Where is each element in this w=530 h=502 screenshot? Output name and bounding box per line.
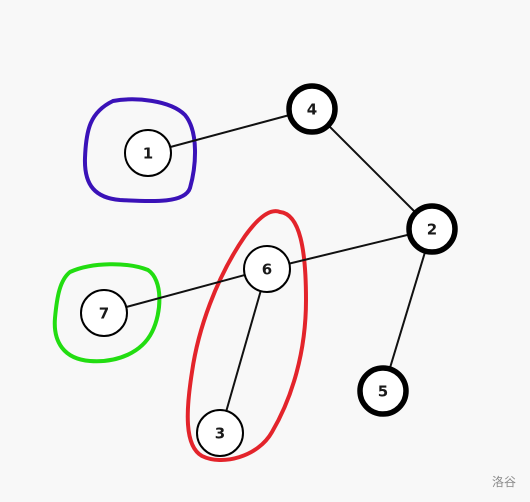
node-label-4: 4 — [307, 101, 317, 119]
node-circle-3 — [196, 409, 244, 457]
node-label-2: 2 — [427, 221, 437, 239]
node-circle-6 — [243, 245, 291, 293]
node-5: 5 — [357, 365, 409, 417]
node-circle-2 — [406, 203, 458, 255]
node-circle-1 — [124, 129, 172, 177]
node-label-6: 6 — [262, 261, 272, 279]
node-1: 1 — [124, 129, 172, 177]
node-circle-5 — [357, 365, 409, 417]
group-outlines — [52, 97, 308, 462]
node-7: 7 — [80, 289, 128, 337]
group-outline-7 — [52, 262, 162, 364]
group-outline-1 — [82, 97, 197, 204]
edge-6-3 — [219, 268, 268, 434]
edge-2-6 — [266, 228, 433, 270]
edge-4-2 — [311, 108, 433, 230]
edge-1-4 — [147, 108, 313, 154]
node-label-5: 5 — [378, 383, 388, 401]
node-circle-7 — [80, 289, 128, 337]
node-2: 2 — [406, 203, 458, 255]
node-label-7: 7 — [99, 305, 109, 323]
edge-6-7 — [103, 268, 268, 314]
node-label-1: 1 — [143, 145, 153, 163]
group-outline-6-3 — [185, 209, 308, 462]
node-4: 4 — [286, 83, 338, 135]
watermark-text: 洛谷 — [491, 475, 516, 489]
node-6: 6 — [243, 245, 291, 293]
node-label-3: 3 — [215, 425, 225, 443]
edge-2-5 — [382, 228, 433, 392]
node-circle-4 — [286, 83, 338, 135]
graph-nodes: 1 2 3 4 5 6 7 — [80, 83, 458, 457]
graph-edges — [103, 108, 433, 434]
node-3: 3 — [196, 409, 244, 457]
